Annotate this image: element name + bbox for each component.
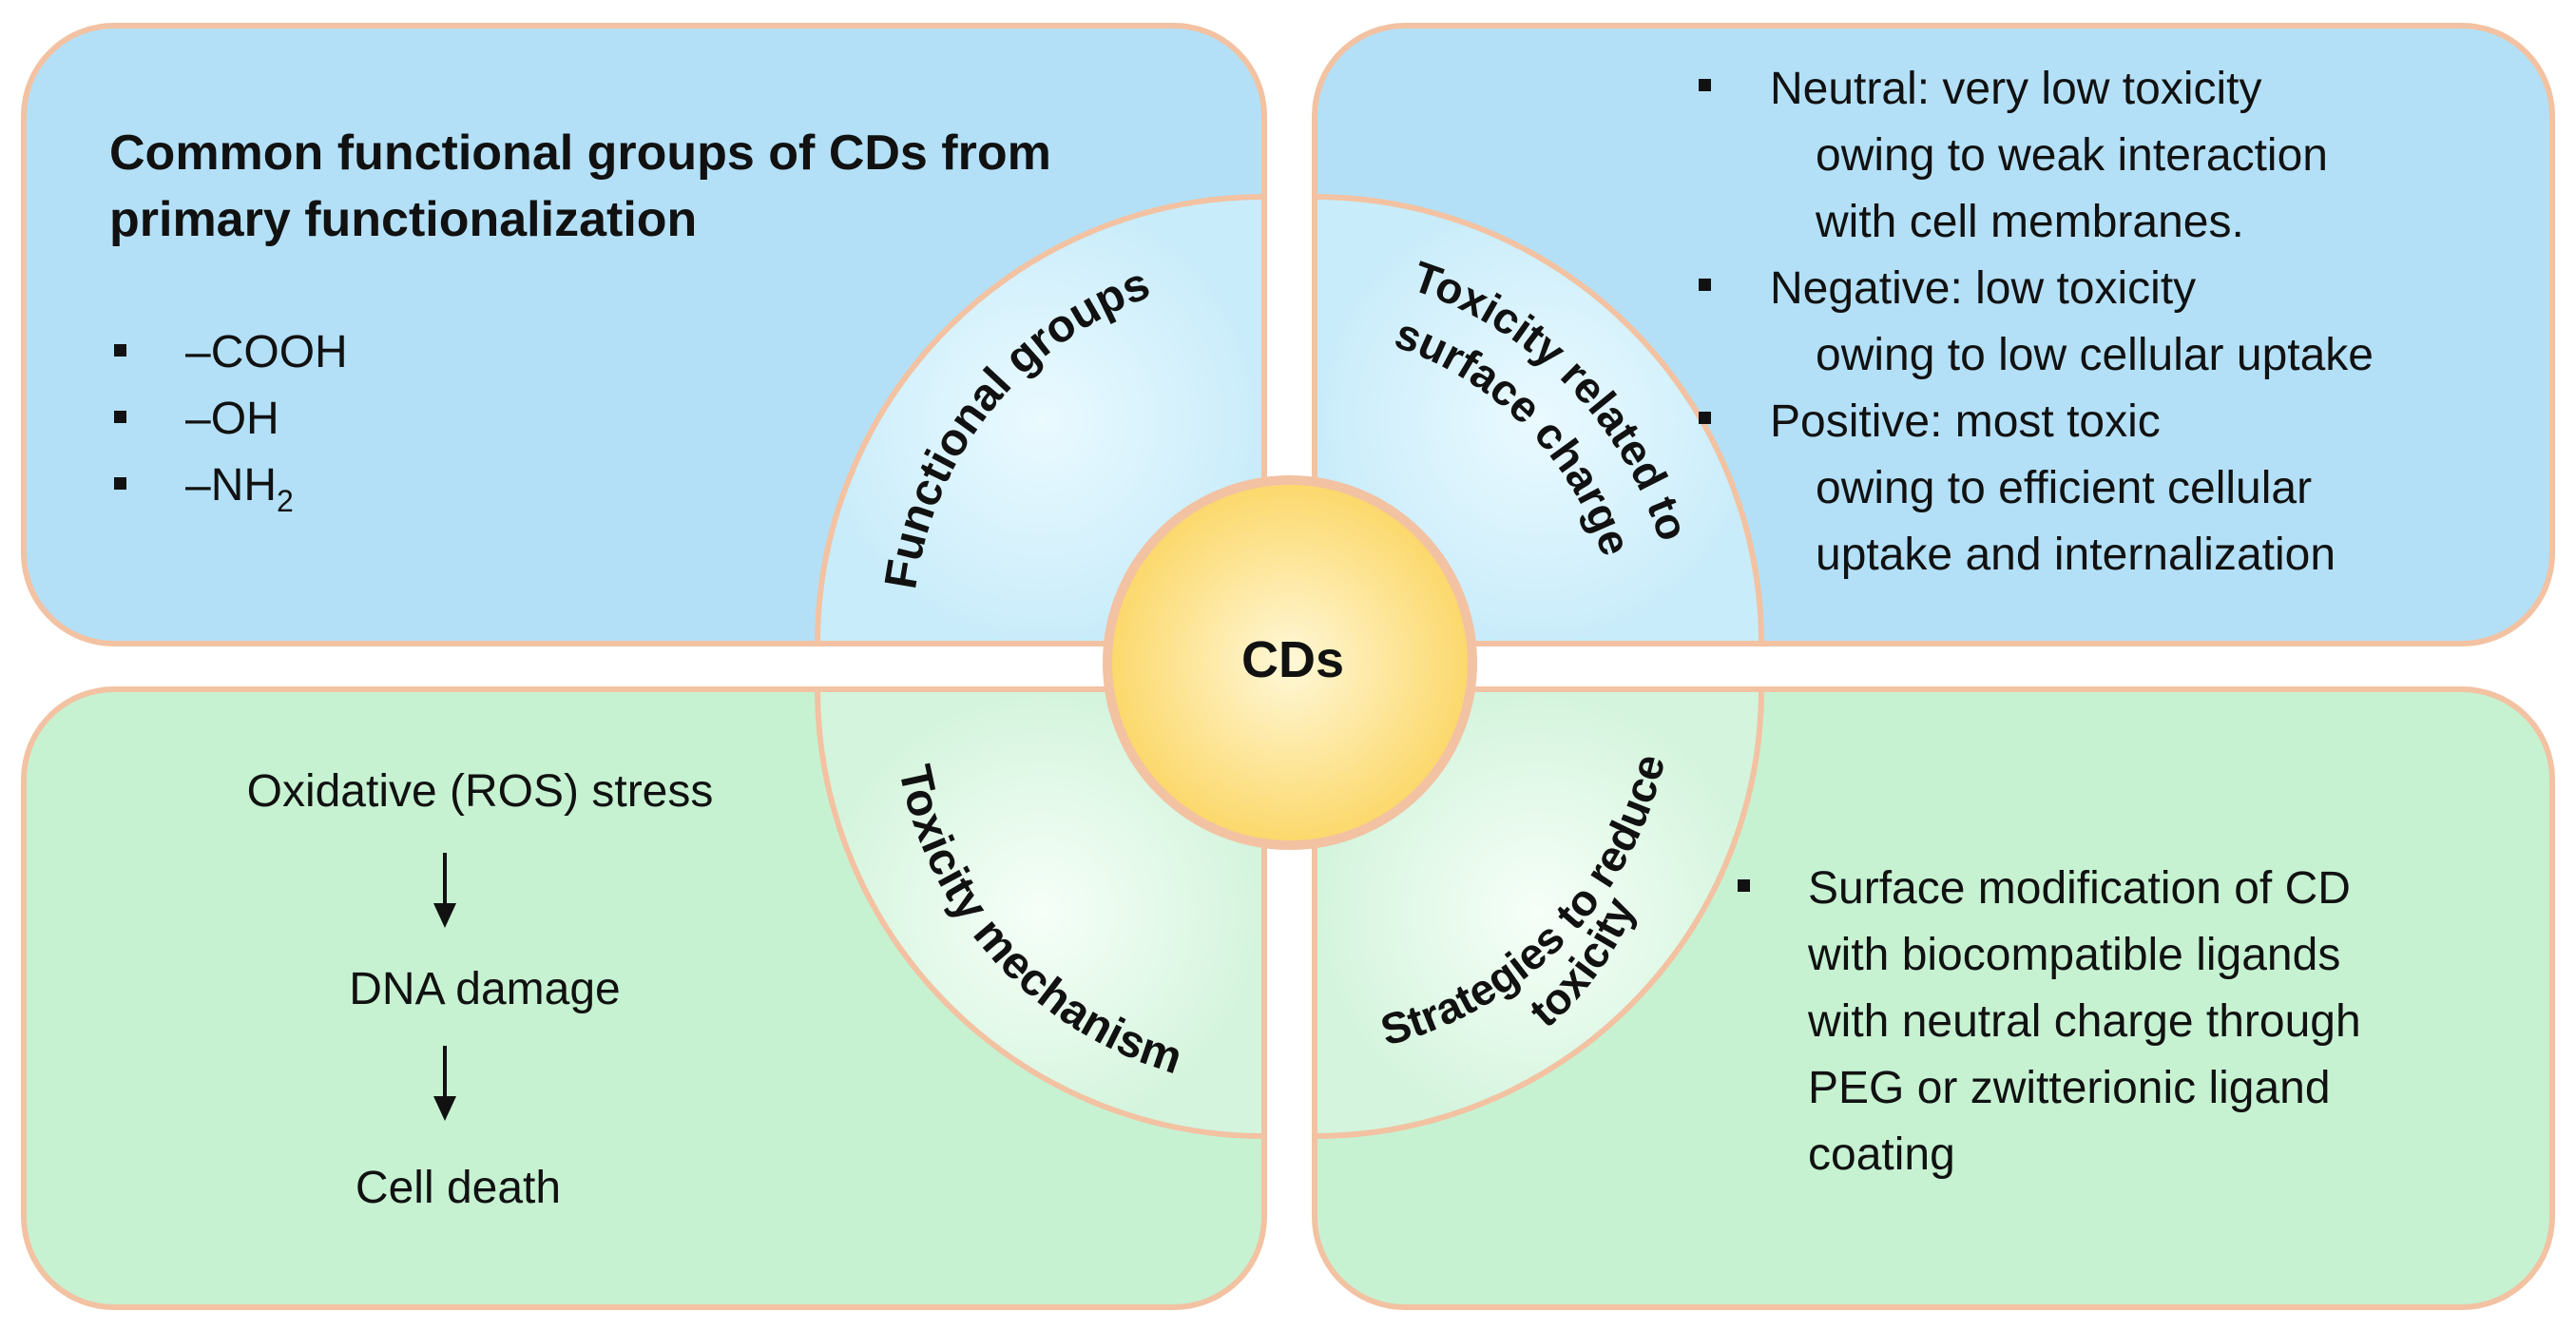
flow-step-ros-stress: Oxidative (ROS) stress — [247, 766, 714, 817]
flow-step-dna-damage: DNA damage — [349, 964, 621, 1014]
neutral-line3: with cell membranes. — [1815, 197, 2244, 247]
bullet-marker — [1699, 279, 1711, 291]
bullet-marker — [1738, 879, 1750, 892]
bullet-marker — [1699, 412, 1711, 424]
ring-sector-bottom-left — [814, 686, 1267, 1140]
ring-sector-top-left — [814, 193, 1267, 646]
group-nh2-subscript: 2 — [277, 484, 294, 518]
positive-line1: Positive: most toxic — [1770, 396, 2161, 447]
ring-sector-bottom-right — [1312, 686, 1765, 1140]
top-right-content: Neutral: very low toxicity owing to weak… — [1699, 64, 2374, 580]
flow-step-cell-death: Cell death — [356, 1163, 561, 1213]
neutral-line2: owing to weak interaction — [1816, 130, 2328, 181]
bullet-marker — [114, 477, 126, 490]
group-nh2: –NH2 — [185, 460, 294, 518]
group-nh2-base: –NH — [185, 460, 277, 511]
group-oh: –OH — [185, 394, 279, 444]
center-label: CDs — [1241, 631, 1344, 688]
strategy-line2: with biocompatible ligands — [1807, 930, 2340, 980]
bullet-marker — [114, 411, 126, 423]
top-left-content: Common functional groups of CDs from pri… — [109, 125, 1051, 518]
down-arrow-icon — [433, 853, 456, 928]
bottom-left-content: Oxidative (ROS) stress DNA damage Cell d… — [247, 766, 714, 1213]
strategy-line1: Surface modification of CD — [1808, 863, 2351, 914]
ring-sector-top-right — [1312, 193, 1765, 646]
down-arrow-icon — [433, 1046, 456, 1121]
neutral-line1: Neutral: very low toxicity — [1770, 64, 2261, 114]
negative-line2: owing to low cellular uptake — [1816, 330, 2374, 380]
strategy-line4: PEG or zwitterionic ligand — [1808, 1063, 2331, 1113]
bottom-right-content: Surface modification of CD with biocompa… — [1738, 863, 2361, 1180]
bullet-marker — [114, 344, 126, 357]
strategy-line5: coating — [1808, 1129, 1955, 1180]
positive-line3: uptake and internalization — [1816, 530, 2336, 580]
bullet-marker — [1699, 79, 1711, 91]
negative-line1: Negative: low toxicity — [1770, 263, 2196, 314]
functional-groups-title-line1: Common functional groups of CDs from — [109, 125, 1051, 181]
functional-groups-title-line2: primary functionalization — [109, 192, 697, 247]
center-circle — [1103, 475, 1477, 850]
strategy-line3: with neutral charge through — [1807, 996, 2361, 1047]
positive-line2: owing to efficient cellular — [1816, 463, 2312, 513]
group-cooh: –COOH — [185, 327, 348, 377]
